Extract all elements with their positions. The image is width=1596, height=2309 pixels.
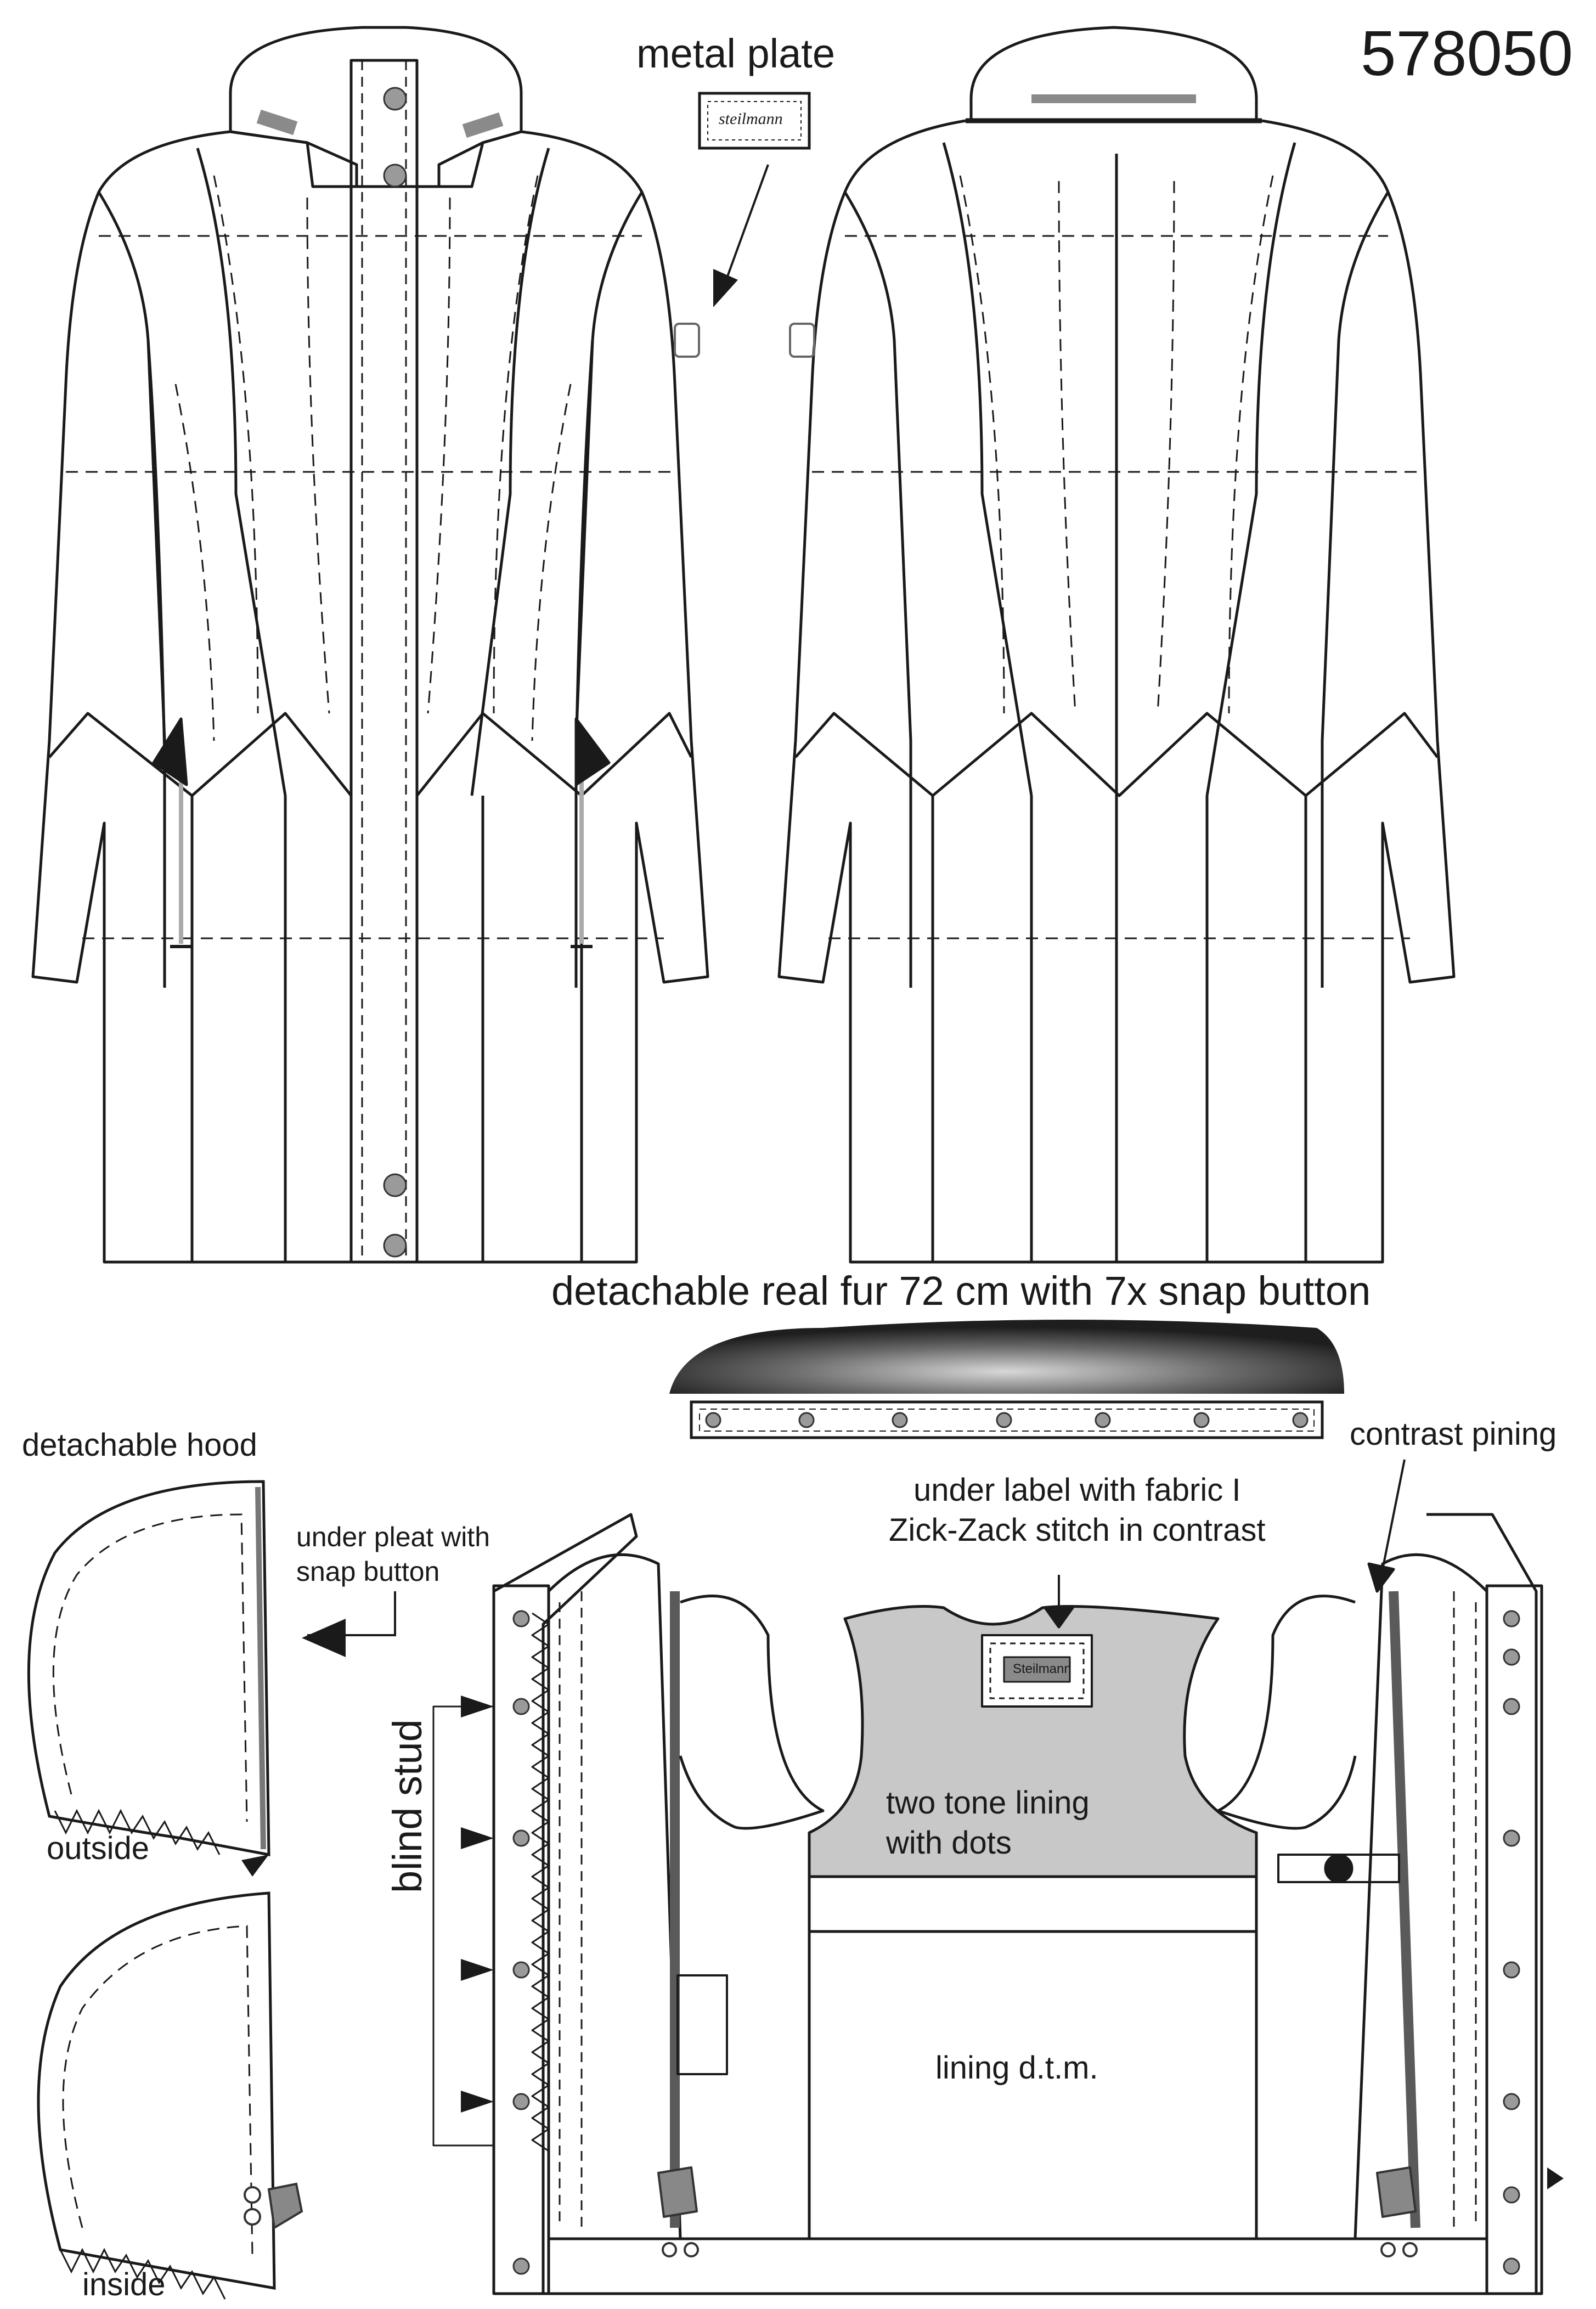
style-number: 578050 xyxy=(1361,18,1574,89)
inside-label: inside xyxy=(82,2267,166,2302)
coat-front-view xyxy=(31,26,709,1264)
two-tone-lining-label: two tone lining with dots xyxy=(886,1785,1090,1861)
front-collar xyxy=(229,26,523,188)
open-coat-lining xyxy=(432,1459,1564,2295)
under-pleat-label: under pleat with snap button xyxy=(296,1522,490,1587)
coat-back-view xyxy=(777,26,1456,1264)
fur-trim xyxy=(669,1320,1344,1439)
outside-label: outside xyxy=(47,1831,150,1866)
blind-stud-label: blind stud xyxy=(385,1719,430,1893)
front-placket xyxy=(349,59,419,1264)
detachable-hood-label: detachable hood xyxy=(22,1427,257,1463)
under-label-callout: under label with fabric I Zick-Zack stit… xyxy=(889,1472,1266,1548)
metal-plate-label: metal plate xyxy=(636,31,835,76)
metal-plate xyxy=(698,92,811,307)
hood-inside xyxy=(37,1891,303,2300)
lining-dtm-label: lining d.t.m. xyxy=(935,2050,1098,2086)
hood-outside xyxy=(27,1480,396,1877)
plate-brand-text: steilmann xyxy=(719,110,783,128)
inner-label-brand: Steilmann xyxy=(1013,1662,1071,1676)
contrast-piping-label: contrast pining xyxy=(1350,1416,1557,1452)
fur-label: detachable real fur 72 cm with 7x snap b… xyxy=(551,1268,1371,1314)
front-body-outline xyxy=(31,130,709,1264)
two-tone-lining-panel xyxy=(808,1605,1258,1878)
